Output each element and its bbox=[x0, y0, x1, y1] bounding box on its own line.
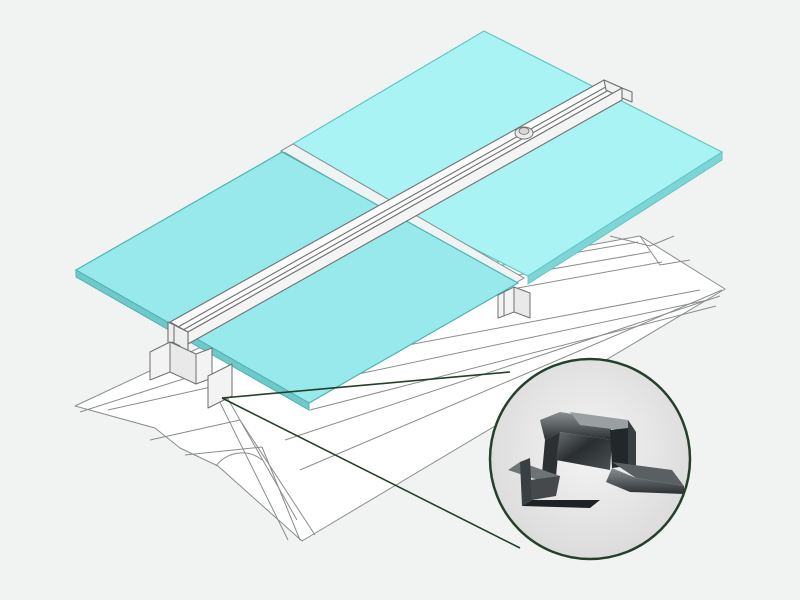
bolt-head bbox=[514, 126, 534, 140]
mounting-rail bbox=[167, 79, 633, 355]
leader-lines bbox=[221, 371, 521, 549]
detail-zoom-circle bbox=[488, 357, 692, 561]
mounting-bracket-right bbox=[497, 286, 531, 319]
z-bracket-photo bbox=[508, 412, 684, 508]
